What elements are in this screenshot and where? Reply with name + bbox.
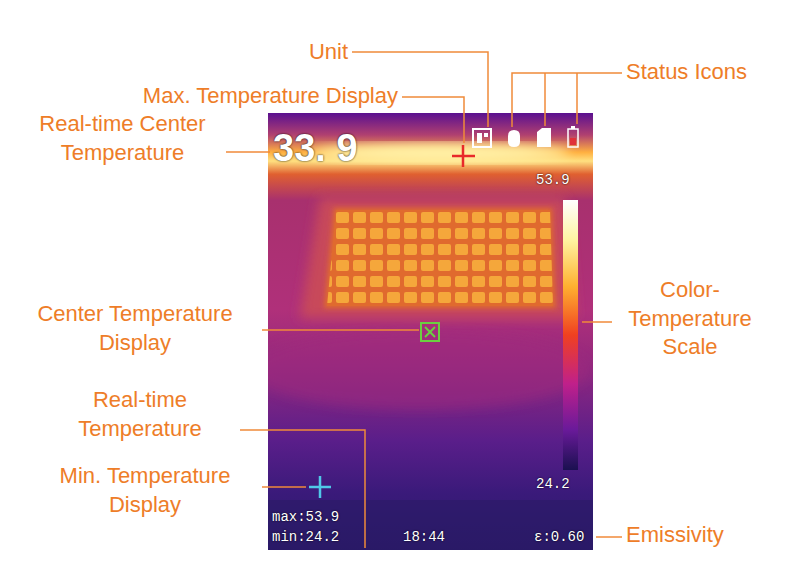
clock-time: 18:44 [403,528,463,546]
callout-label: Min. Temperature Display [30,462,260,519]
max-temperature-value: max:53.9 [272,508,362,526]
color-scale-bar [563,200,578,470]
emissivity-value: ε:0.60 [534,528,592,546]
callout-label: Real-time Center Temperature [15,110,230,167]
center-temperature-value: 33. 9 [273,124,393,173]
callout-label: Unit [288,38,348,67]
status-icons [473,126,578,147]
callout-label: Real-time Temperature [40,386,240,443]
scale-min-value: 24.2 [536,475,586,493]
max-marker [452,145,475,167]
callout-label: Color- Temperature Scale [615,276,765,362]
callout-label: Center Temperature Display [10,300,260,357]
center-marker [421,323,439,341]
min-temperature-value: min:24.2 [272,528,362,546]
callout-label: Emissivity [626,521,786,550]
leader-lines [226,52,622,548]
thermal-image [268,113,593,550]
scale-max-value: 53.9 [536,171,586,189]
min-marker [309,476,331,498]
callout-label: Status Icons [626,58,796,87]
callout-label: Max. Temperature Display [60,82,398,111]
